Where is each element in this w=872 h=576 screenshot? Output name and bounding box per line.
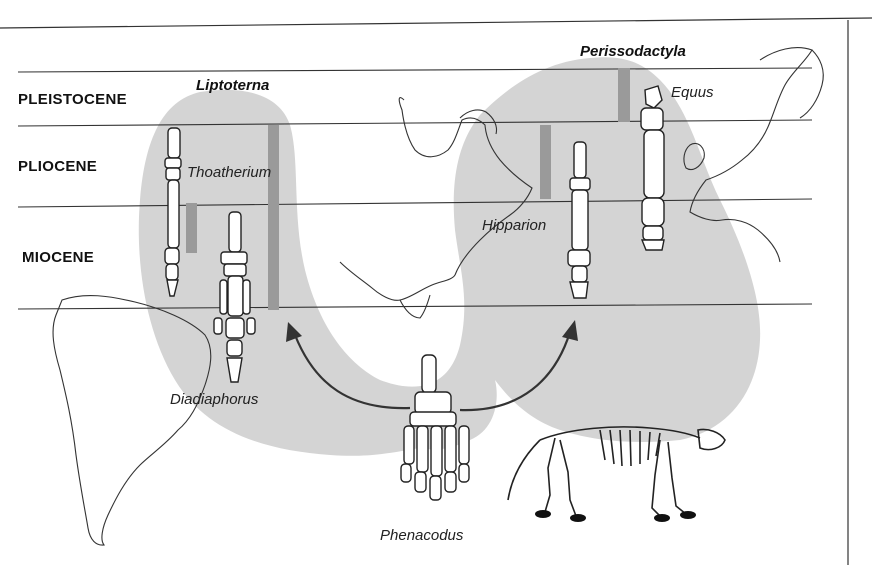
genus-label-phenacodus: Phenacodus [380, 527, 464, 544]
skull [697, 428, 726, 451]
shaded-region [138, 57, 761, 456]
scandinavia-outline [799, 49, 824, 119]
genus-label-hipparion: Hipparion [482, 217, 547, 234]
ribs [599, 429, 661, 467]
frame [0, 17, 872, 565]
hind-leg [544, 437, 577, 517]
foot-bones [164, 85, 665, 501]
greenland-outline [459, 109, 498, 135]
genus-label-equus: Equus [671, 84, 714, 101]
equus-foot [640, 85, 665, 251]
genus-label-diadiaphorus: Diadiaphorus [170, 391, 259, 408]
range-bar-equus [618, 68, 630, 122]
diadiaphorus-foot [213, 211, 256, 383]
europe-outline [689, 47, 813, 263]
north-america-outline [339, 97, 533, 301]
phenacodus-foot [400, 354, 470, 501]
group-label-perissodactyla: Perissodactyla [580, 43, 686, 60]
arrowhead-liptoterna [286, 322, 302, 342]
epoch-label-pleistocene: PLEISTOCENE [18, 91, 127, 108]
line-miocene-base [17, 303, 813, 310]
continent-outlines [52, 47, 824, 546]
range-bar-thoatherium [186, 203, 197, 253]
tail [507, 439, 541, 501]
florida-outline [399, 294, 431, 319]
arrowhead-perissodactyla [562, 320, 578, 341]
epoch-lines [17, 67, 813, 310]
range-bar-hipparion [540, 125, 551, 199]
genus-label-thoatherium: Thoatherium [187, 164, 272, 181]
fore-leg [651, 439, 687, 517]
hipparion-foot [567, 141, 591, 299]
britain-outline [683, 142, 705, 171]
spine [539, 426, 701, 441]
epoch-label-pliocene: PLIOCENE [18, 158, 98, 175]
thoatherium-foot [164, 127, 182, 297]
arrow-to-liptoterna [293, 334, 411, 410]
evolution-arrows [293, 331, 572, 412]
arrow-to-perissodactyla [459, 331, 572, 412]
south-america-outline [52, 295, 212, 546]
line-pliocene-miocene [17, 198, 813, 208]
range-bar-diadiaphorus [268, 125, 279, 310]
skeleton-feet [535, 510, 696, 522]
line-pleistocene-pliocene [17, 119, 813, 127]
line-top [17, 67, 813, 73]
range-bars [186, 68, 630, 310]
phenacodus-skeleton [507, 426, 726, 517]
group-label-liptoterna: Liptoterna [196, 77, 270, 94]
epoch-label-miocene: MIOCENE [22, 249, 95, 266]
